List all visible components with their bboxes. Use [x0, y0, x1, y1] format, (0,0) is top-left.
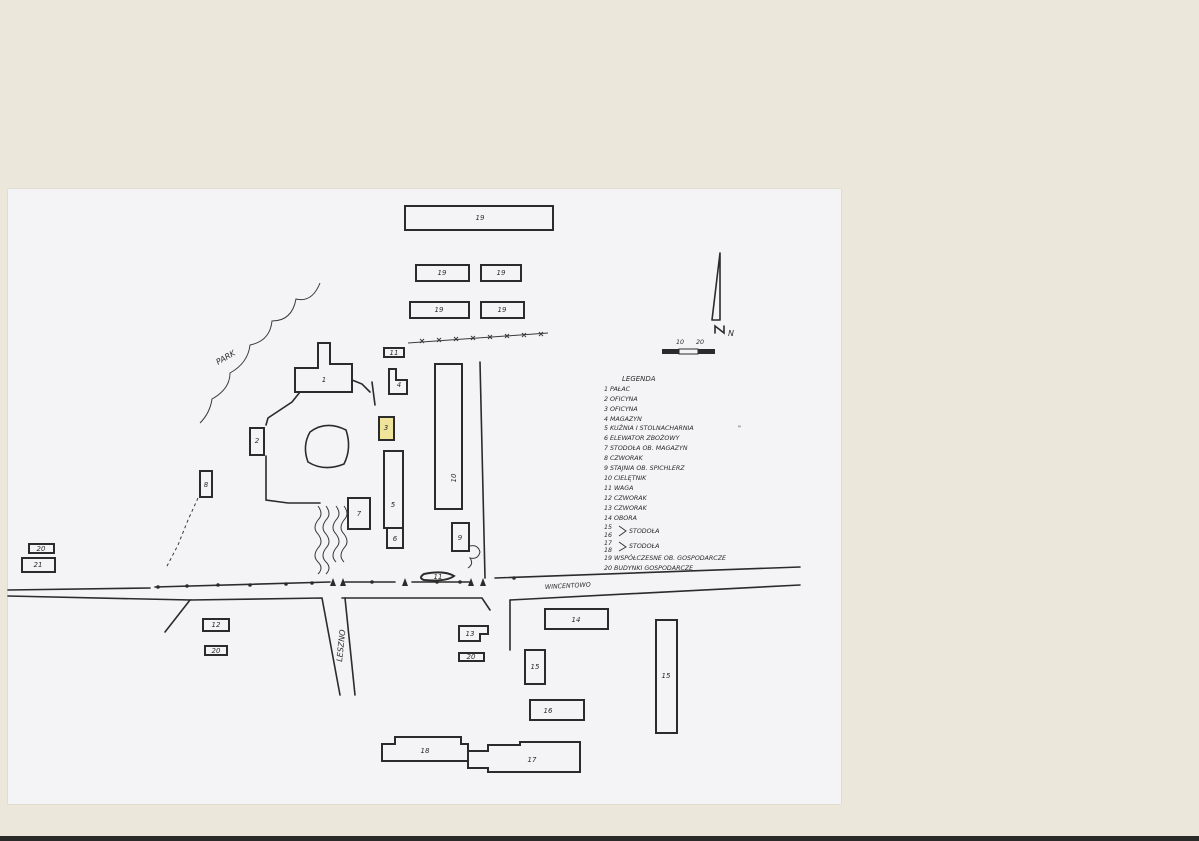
building-21[interactable]: 21 — [21, 557, 56, 573]
building-20-south-a[interactable]: 20 — [204, 645, 228, 656]
building-9-stable[interactable]: 9 — [451, 522, 470, 552]
building-2-outbuilding[interactable]: 2 — [249, 427, 265, 456]
map-sheet — [8, 189, 841, 804]
legend-item-5: 5 KUŹNIA I STOLNACHARNIA — [604, 423, 694, 432]
svg-text:1: 1 — [322, 376, 326, 384]
svg-text:3: 3 — [384, 424, 388, 432]
legend-item-11: 11 WAGA — [604, 485, 633, 492]
legend-item-14: 14 OBORA — [604, 515, 637, 522]
legend-item-16: 16 — [604, 532, 612, 539]
building-18-barn[interactable]: 18 — [381, 736, 469, 762]
building-11-pond[interactable]: 11 — [420, 571, 456, 582]
svg-text:11: 11 — [434, 573, 443, 581]
building-19-a[interactable]: 19 — [415, 264, 470, 282]
building-13-worker-house[interactable]: 13 — [458, 625, 489, 642]
svg-text:19: 19 — [497, 269, 506, 277]
building-8-worker-house[interactable]: 8 — [199, 470, 213, 498]
svg-text:LESZNO: LESZNO — [335, 629, 347, 662]
legend-item-8: 8 CZWORAK — [604, 455, 644, 462]
legend-group-17-18: STODOŁA — [629, 543, 659, 550]
svg-text:16: 16 — [544, 707, 553, 715]
building-11-scale[interactable]: 11 — [383, 347, 405, 358]
svg-text:5: 5 — [391, 501, 396, 509]
building-19-c[interactable]: 19 — [409, 301, 470, 319]
building-20-south-b[interactable]: 20 — [458, 652, 485, 662]
legend-item-12: 12 CZWORAK — [604, 495, 648, 502]
legend-item-6: 6 ELEWATOR ZBOŻOWY — [604, 433, 681, 442]
svg-text:4: 4 — [397, 381, 401, 389]
building-16-barn[interactable]: 16 — [529, 699, 585, 721]
courtyard-lawn — [304, 424, 350, 469]
building-19-b[interactable]: 19 — [480, 264, 522, 282]
svg-text:WINCENTOWO: WINCENTOWO — [545, 582, 591, 591]
building-19-long[interactable]: 19 — [404, 205, 554, 231]
legend-title: LEGENDA — [622, 375, 656, 383]
svg-text:2: 2 — [255, 437, 260, 445]
bottom-edge — [0, 836, 1199, 841]
svg-text:7: 7 — [357, 510, 362, 518]
svg-text:19: 19 — [476, 214, 485, 222]
legend: LEGENDA 1 PAŁAC 2 OFICYNA 3 OFICYNA 4 MA… — [604, 375, 741, 572]
scale-bar: 10 20 — [662, 339, 715, 355]
svg-text:9: 9 — [458, 534, 463, 542]
svg-text:10: 10 — [676, 339, 684, 346]
svg-text:21: 21 — [34, 561, 43, 569]
svg-text:19: 19 — [435, 306, 444, 314]
svg-text:8: 8 — [204, 481, 209, 489]
legend-item-1: 1 PAŁAC — [604, 386, 631, 393]
svg-text:15: 15 — [662, 672, 671, 680]
building-14-cowshed[interactable]: 14 — [544, 608, 609, 630]
svg-text:19: 19 — [498, 306, 507, 314]
main-road: WINCENTOWO LESZNO — [7, 566, 801, 696]
legend-item-2: 2 OFICYNA — [604, 396, 638, 403]
svg-text:19: 19 — [438, 269, 447, 277]
fence-line — [407, 331, 549, 344]
svg-text:20: 20 — [212, 647, 221, 655]
legend-group-15-16: STODOŁA — [629, 528, 659, 535]
legend-item-17: 17 — [604, 540, 612, 547]
svg-text:N: N — [728, 329, 734, 338]
building-19-d[interactable]: 19 — [480, 301, 525, 319]
legend-item-10: 10 CIELĘTNIK — [604, 475, 647, 482]
svg-text:15: 15 — [531, 663, 540, 671]
building-6-elevator[interactable]: 6 — [386, 527, 404, 549]
building-15-long[interactable]: 15 — [655, 619, 678, 734]
north-arrow: N — [711, 252, 734, 338]
svg-text:11: 11 — [390, 349, 399, 357]
building-3-outbuilding[interactable]: 3 — [378, 416, 395, 441]
building-4-warehouse[interactable]: 4 — [388, 368, 408, 395]
svg-text:13: 13 — [466, 630, 475, 638]
svg-text:12: 12 — [212, 621, 221, 629]
building-1-palace[interactable]: 1 — [294, 342, 353, 393]
svg-text:PARK: PARK — [215, 348, 238, 367]
svg-text:20: 20 — [467, 653, 476, 661]
legend-item-15: 15 — [604, 524, 612, 531]
building-5-forge[interactable]: 5 — [383, 450, 404, 529]
building-10-calf-barn[interactable]: 10 — [434, 363, 463, 510]
svg-text:6: 6 — [393, 535, 398, 543]
building-15-barn[interactable]: 15 — [524, 649, 546, 685]
building-7-barn[interactable]: 7 — [347, 497, 371, 530]
building-12-worker-house[interactable]: 12 — [202, 618, 230, 632]
building-20-left[interactable]: 20 — [28, 543, 55, 554]
tree-row-left — [314, 505, 348, 575]
svg-text:18: 18 — [421, 747, 430, 755]
legend-tick: " — [738, 425, 741, 432]
legend-item-9: 9 STAJNIA OB. SPICHLERZ — [604, 465, 685, 472]
park-area: PARK — [165, 282, 321, 569]
svg-text:14: 14 — [572, 616, 581, 624]
legend-item-19: 19 WSPÓŁCZESNE OB. GOSPODARCZE — [604, 553, 726, 562]
legend-item-7: 7 STODOŁA OB. MAGAZYN — [604, 445, 688, 452]
svg-text:20: 20 — [37, 545, 46, 553]
svg-text:10: 10 — [450, 473, 458, 482]
legend-item-18: 18 — [604, 547, 612, 554]
legend-item-4: 4 MAGAZYN — [604, 416, 642, 423]
legend-item-13: 13 CZWORAK — [604, 505, 648, 512]
svg-text:17: 17 — [528, 756, 537, 764]
building-17-barn[interactable]: 17 — [467, 741, 581, 773]
svg-text:20: 20 — [696, 339, 704, 346]
legend-item-3: 3 OFICYNA — [604, 406, 638, 413]
legend-item-20: 20 BUDYNKI GOSPODARCZE — [604, 565, 693, 572]
